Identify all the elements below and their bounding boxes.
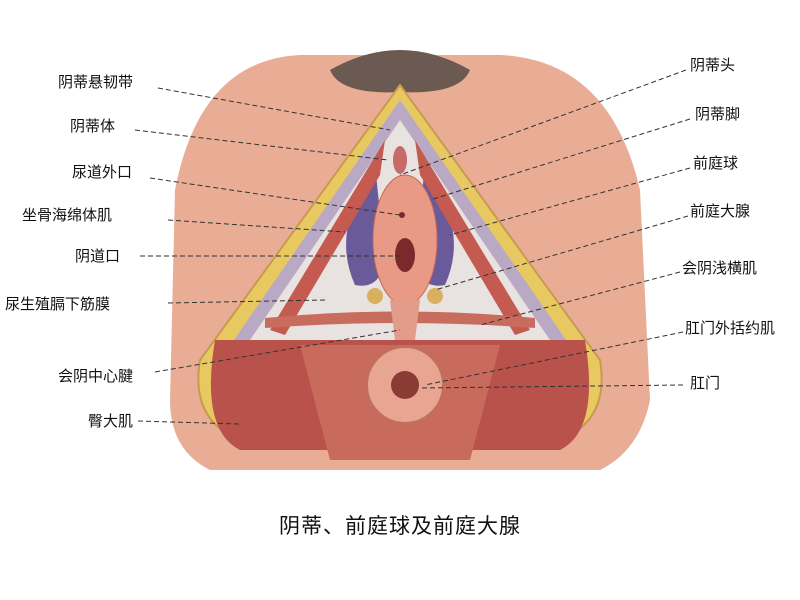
label-superficial-transverse-perineal: 会阴浅横肌 (682, 259, 758, 277)
leader-line (399, 69, 687, 176)
label-perineal-body: 会阴中心腱 (58, 367, 134, 385)
leader-line (149, 177, 401, 216)
label-gluteus-maximus: 臀大肌 (88, 412, 134, 430)
figure-caption: 阴蒂、前庭球及前庭大腺 (279, 514, 521, 538)
leader-line (137, 420, 241, 425)
leader-line (479, 271, 681, 326)
label-urogenital-fascia: 尿生殖膈下筋膜 (5, 295, 111, 313)
clitoris-shape (393, 146, 407, 174)
pubic-hair (330, 50, 470, 93)
label-anus: 肛门 (690, 374, 721, 392)
vaginal-orifice-shape (395, 238, 415, 272)
leader-line (429, 118, 691, 201)
leader-line (419, 384, 684, 389)
leader-line (157, 87, 391, 131)
leader-line (167, 219, 346, 233)
label-external-anal-sphincter: 肛门外括约肌 (685, 319, 776, 337)
perineal-body-shape (390, 300, 420, 340)
label-suspensory-ligament: 阴蒂悬韧带 (58, 73, 134, 91)
leader-line (424, 331, 684, 386)
label-clitoris-body: 阴蒂体 (70, 117, 116, 135)
label-greater-vestibular-gland: 前庭大腺 (690, 202, 751, 220)
label-ischiocavernosus: 坐骨海绵体肌 (22, 206, 113, 224)
left-gland (367, 288, 383, 304)
right-gland (427, 288, 443, 304)
leader-line (134, 129, 389, 161)
leader-line (449, 167, 691, 236)
left-ischiocavernosus (270, 140, 385, 335)
label-vestibular-bulb: 前庭球 (693, 154, 739, 172)
anus-shape (391, 371, 419, 399)
urethral-orifice-shape (399, 212, 405, 218)
label-glans-clitoris: 阴蒂头 (690, 56, 736, 74)
label-urethral-orifice: 尿道外口 (72, 163, 133, 181)
leader-line (167, 299, 326, 304)
leader-line (434, 215, 689, 291)
leader-line (154, 329, 401, 373)
leader-lines (134, 69, 691, 425)
label-crus-clitoris: 阴蒂脚 (695, 105, 741, 123)
label-vaginal-orifice: 阴道口 (75, 247, 121, 265)
right-ischiocavernosus (415, 140, 530, 335)
